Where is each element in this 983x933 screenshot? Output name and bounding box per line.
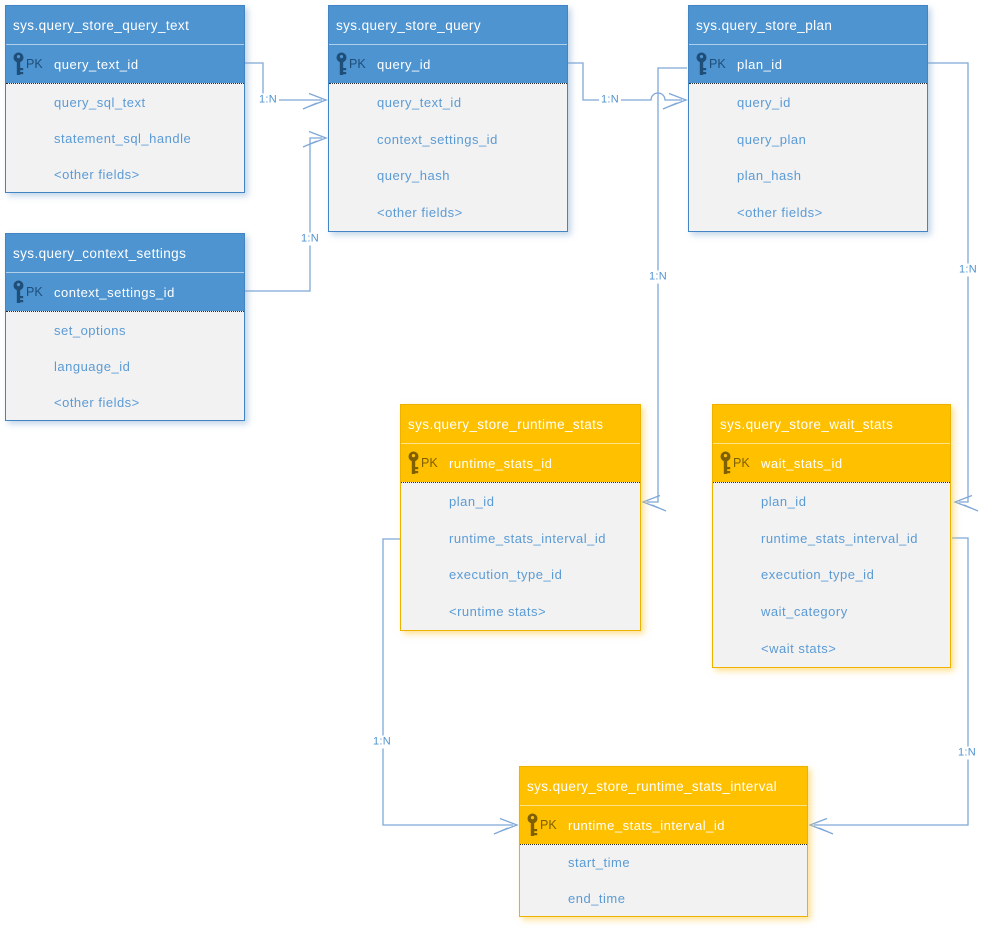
cardinality-label: 1:N [256,93,280,107]
entity-query-context-settings: sys.query_context_settings PK context_se… [5,233,245,421]
cardinality-label: 1:N [298,232,322,246]
field-name: execution_type_id [761,567,875,583]
table-title: sys.query_store_query [329,6,567,45]
field-name: <runtime stats> [449,604,547,620]
table-title: sys.query_store_runtime_stats_interval [520,767,807,806]
entity-query-store-runtime-stats-interval: sys.query_store_runtime_stats_interval P… [519,766,808,917]
field-name: statement_sql_handle [54,130,192,146]
pk-field-name: context_settings_id [54,284,175,300]
pk-field-name: wait_stats_id [761,455,843,471]
pk-label: PK [349,57,366,71]
pk-field-name: plan_id [737,56,783,72]
pk-field-name: runtime_stats_interval_id [568,817,726,833]
entity-query-store-runtime-stats: sys.query_store_runtime_stats PK runtime… [400,404,641,631]
pk-row: PK plan_id [689,45,927,83]
pk-field-name: runtime_stats_id [449,455,553,471]
field-list: start_time end_time [520,844,807,916]
field-name: query_text_id [377,94,462,110]
cardinality-label: 1:N [955,746,979,760]
table-title: sys.query_store_query_text [6,6,244,45]
pk-row: PK wait_stats_id [713,444,950,482]
key-icon [695,52,708,77]
connector-context-settings-to-query [245,130,328,292]
entity-query-store-query: sys.query_store_query PK query_id query_… [328,5,568,232]
key-icon [719,451,732,476]
field-name: <other fields> [737,205,823,221]
table-title: sys.query_store_wait_stats [713,405,950,444]
field-name: language_id [54,358,131,374]
field-list: set_options language_id <other fields> [6,311,244,420]
field-list: query_text_id context_settings_id query_… [329,83,567,231]
field-name: plan_hash [737,168,802,184]
field-name: <other fields> [54,394,140,410]
field-list: query_id query_plan plan_hash <other fie… [689,83,927,231]
field-name: <wait stats> [761,641,837,657]
cardinality-label: 1:N [370,735,394,749]
table-title: sys.query_store_plan [689,6,927,45]
key-icon [12,280,25,305]
table-title: sys.query_store_runtime_stats [401,405,640,444]
key-icon [526,813,539,838]
pk-field-name: query_id [377,56,431,72]
field-list: plan_id runtime_stats_interval_id execut… [401,482,640,630]
pk-label: PK [540,818,557,832]
pk-row: PK runtime_stats_interval_id [520,806,807,844]
field-name: execution_type_id [449,567,563,583]
pk-row: PK query_id [329,45,567,83]
pk-row: PK runtime_stats_id [401,444,640,482]
field-name: query_hash [377,168,450,184]
pk-row: PK query_text_id [6,45,244,83]
field-name: runtime_stats_interval_id [449,530,607,546]
pk-label: PK [421,456,438,470]
entity-query-store-query-text: sys.query_store_query_text PK query_text… [5,5,245,193]
field-name: end_time [568,890,626,906]
field-name: runtime_stats_interval_id [761,530,919,546]
field-name: wait_category [761,604,848,620]
field-name: <other fields> [54,166,140,182]
field-name: query_sql_text [54,94,146,110]
pk-label: PK [26,285,43,299]
entity-query-store-plan: sys.query_store_plan PK plan_id query_id… [688,5,928,232]
field-name: plan_id [761,493,807,509]
cardinality-label: 1:N [956,263,980,277]
field-list: plan_id runtime_stats_interval_id execut… [713,482,950,667]
pk-label: PK [733,456,750,470]
pk-label: PK [26,57,43,71]
key-icon [407,451,420,476]
cardinality-label: 1:N [646,270,670,284]
field-name: query_id [737,94,791,110]
cardinality-label: 1:N [598,93,622,107]
key-icon [12,52,25,77]
field-name: <other fields> [377,205,463,221]
entity-query-store-wait-stats: sys.query_store_wait_stats PK wait_stats… [712,404,951,668]
pk-field-name: query_text_id [54,56,139,72]
field-list: query_sql_text statement_sql_handle <oth… [6,83,244,192]
field-name: plan_id [449,493,495,509]
field-name: set_options [54,322,126,338]
field-name: start_time [568,855,631,871]
field-name: context_settings_id [377,131,498,147]
connector-query-to-plan [568,62,688,110]
field-name: query_plan [737,131,807,147]
pk-label: PK [709,57,726,71]
pk-row: PK context_settings_id [6,273,244,311]
key-icon [335,52,348,77]
table-title: sys.query_context_settings [6,234,244,273]
connector-plan-to-runtime-stats [641,67,687,512]
